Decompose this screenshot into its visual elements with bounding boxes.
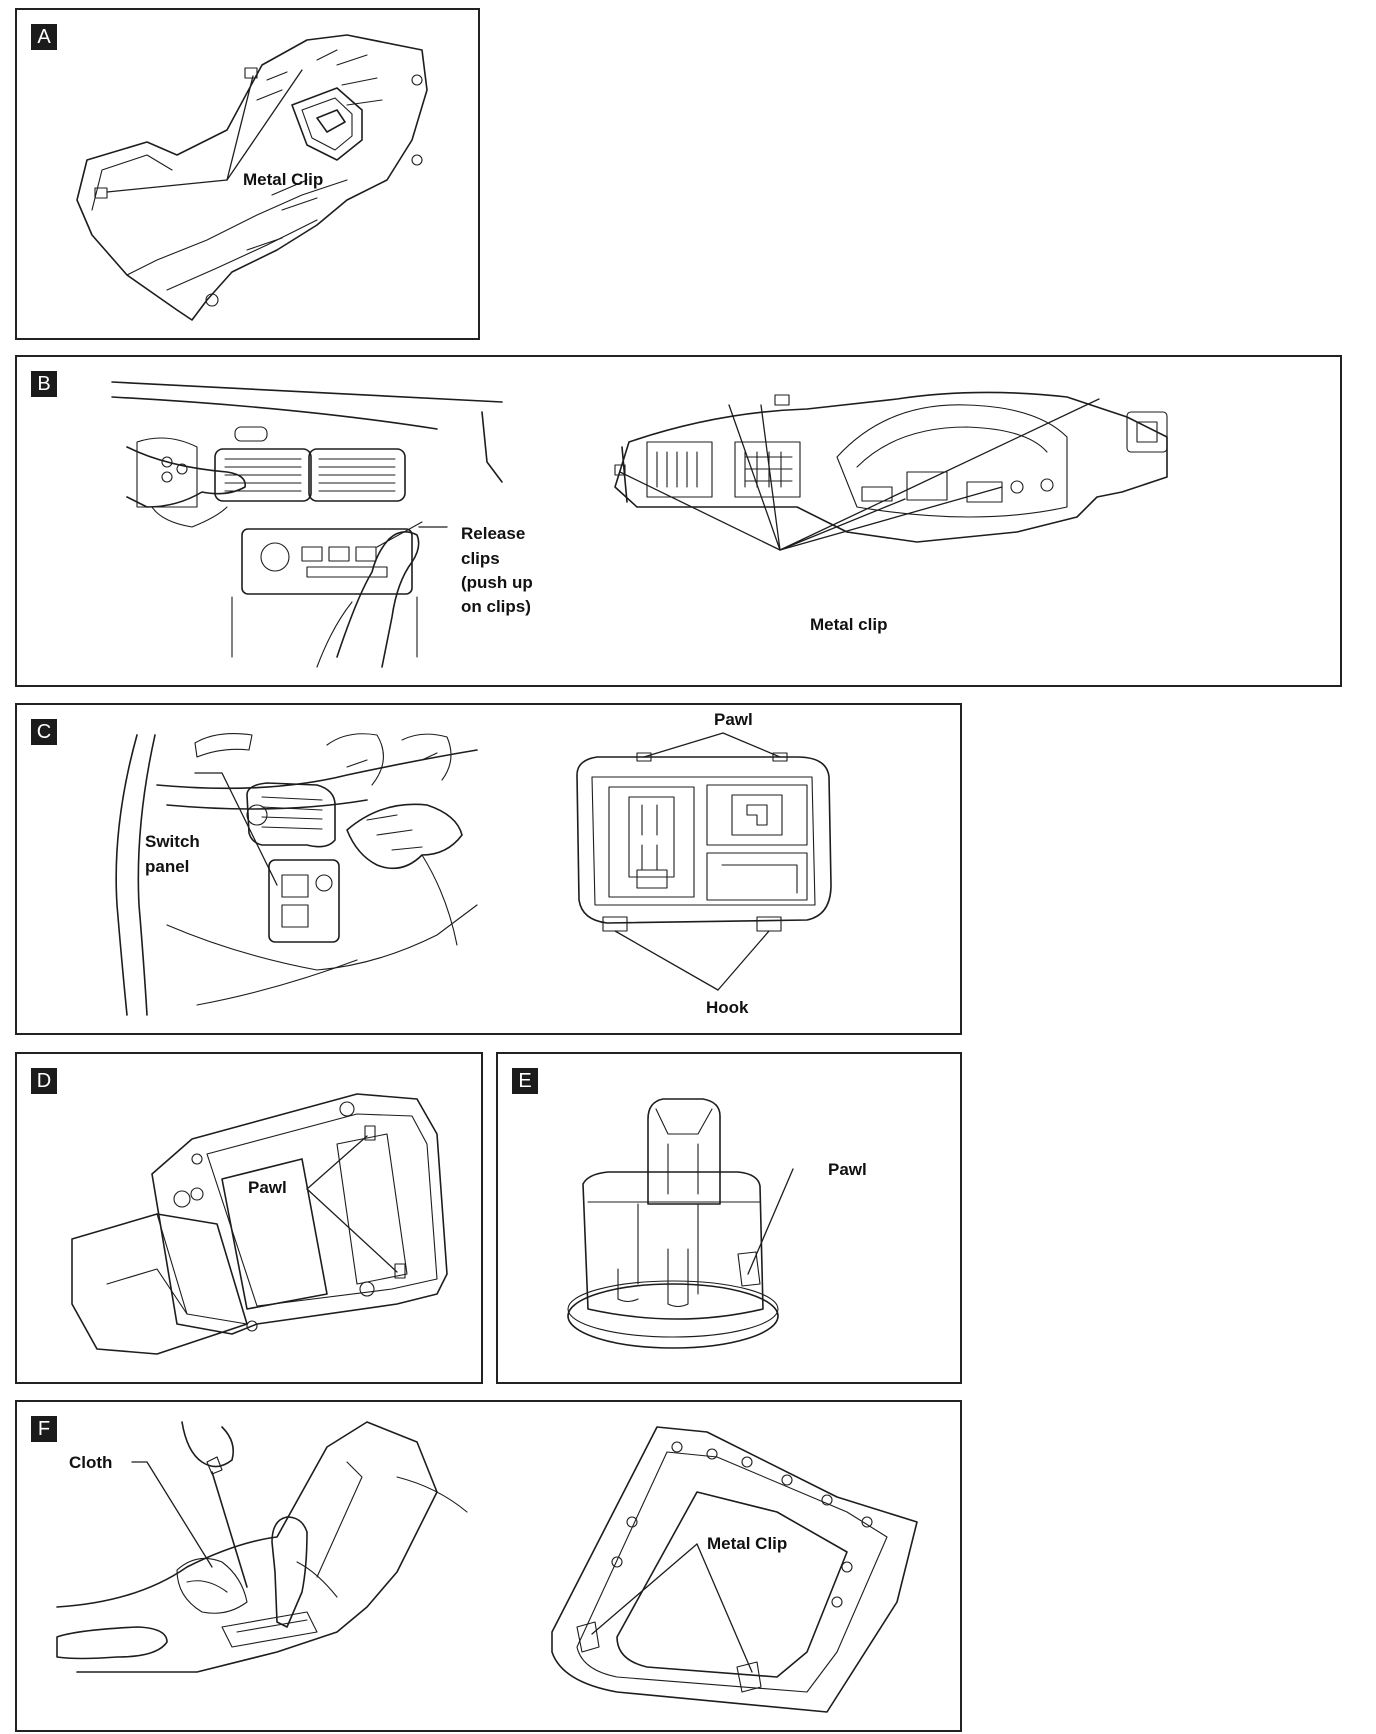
panel-c-badge: C <box>31 719 57 745</box>
panel-d-badge: D <box>31 1068 57 1094</box>
panel-c-drawing <box>115 732 832 1016</box>
panel-b: B <box>15 355 1342 687</box>
panel-e-badge: E <box>512 1068 538 1094</box>
panel-f: F Cloth Me <box>15 1400 962 1732</box>
panel-a-drawing <box>76 34 428 321</box>
panel-a-metal-clip-label: Metal Clip <box>243 170 324 189</box>
panel-c-switch-panel-label-line-2: panel <box>145 857 190 876</box>
panel-e-drawing <box>567 1098 794 1349</box>
panel-b-release-label-line-3: (push up <box>461 573 533 592</box>
panel-c-switch-panel-label-line-1: Switch <box>145 832 200 851</box>
panel-c-pawl-label: Pawl <box>714 710 753 729</box>
panel-f-cloth-label: Cloth <box>69 1453 113 1472</box>
panel-d-drawing <box>71 1093 448 1355</box>
panel-b-release-label-line-2: clips <box>461 549 500 568</box>
panel-f-drawing <box>56 1421 918 1713</box>
panel-e: E Pawl <box>496 1052 962 1384</box>
panel-d: D Pawl <box>15 1052 483 1384</box>
panel-a-badge: A <box>31 24 57 50</box>
panel-b-drawing <box>111 381 1168 668</box>
panel-b-release-label-line-4: on clips) <box>461 597 531 616</box>
panel-b-metal-clip-label: Metal clip <box>810 615 888 634</box>
panel-c-hook-label: Hook <box>706 998 749 1017</box>
panel-f-metal-clip-label: Metal Clip <box>707 1534 788 1553</box>
panel-c: C <box>15 703 962 1035</box>
panel-a: A Metal Clip <box>15 8 480 340</box>
panel-d-pawl-label: Pawl <box>248 1178 287 1197</box>
panel-f-badge: F <box>31 1416 57 1442</box>
panel-b-badge: B <box>31 371 57 397</box>
panel-e-pawl-label: Pawl <box>828 1160 867 1179</box>
panel-b-release-label-line-1: Release <box>461 524 526 543</box>
